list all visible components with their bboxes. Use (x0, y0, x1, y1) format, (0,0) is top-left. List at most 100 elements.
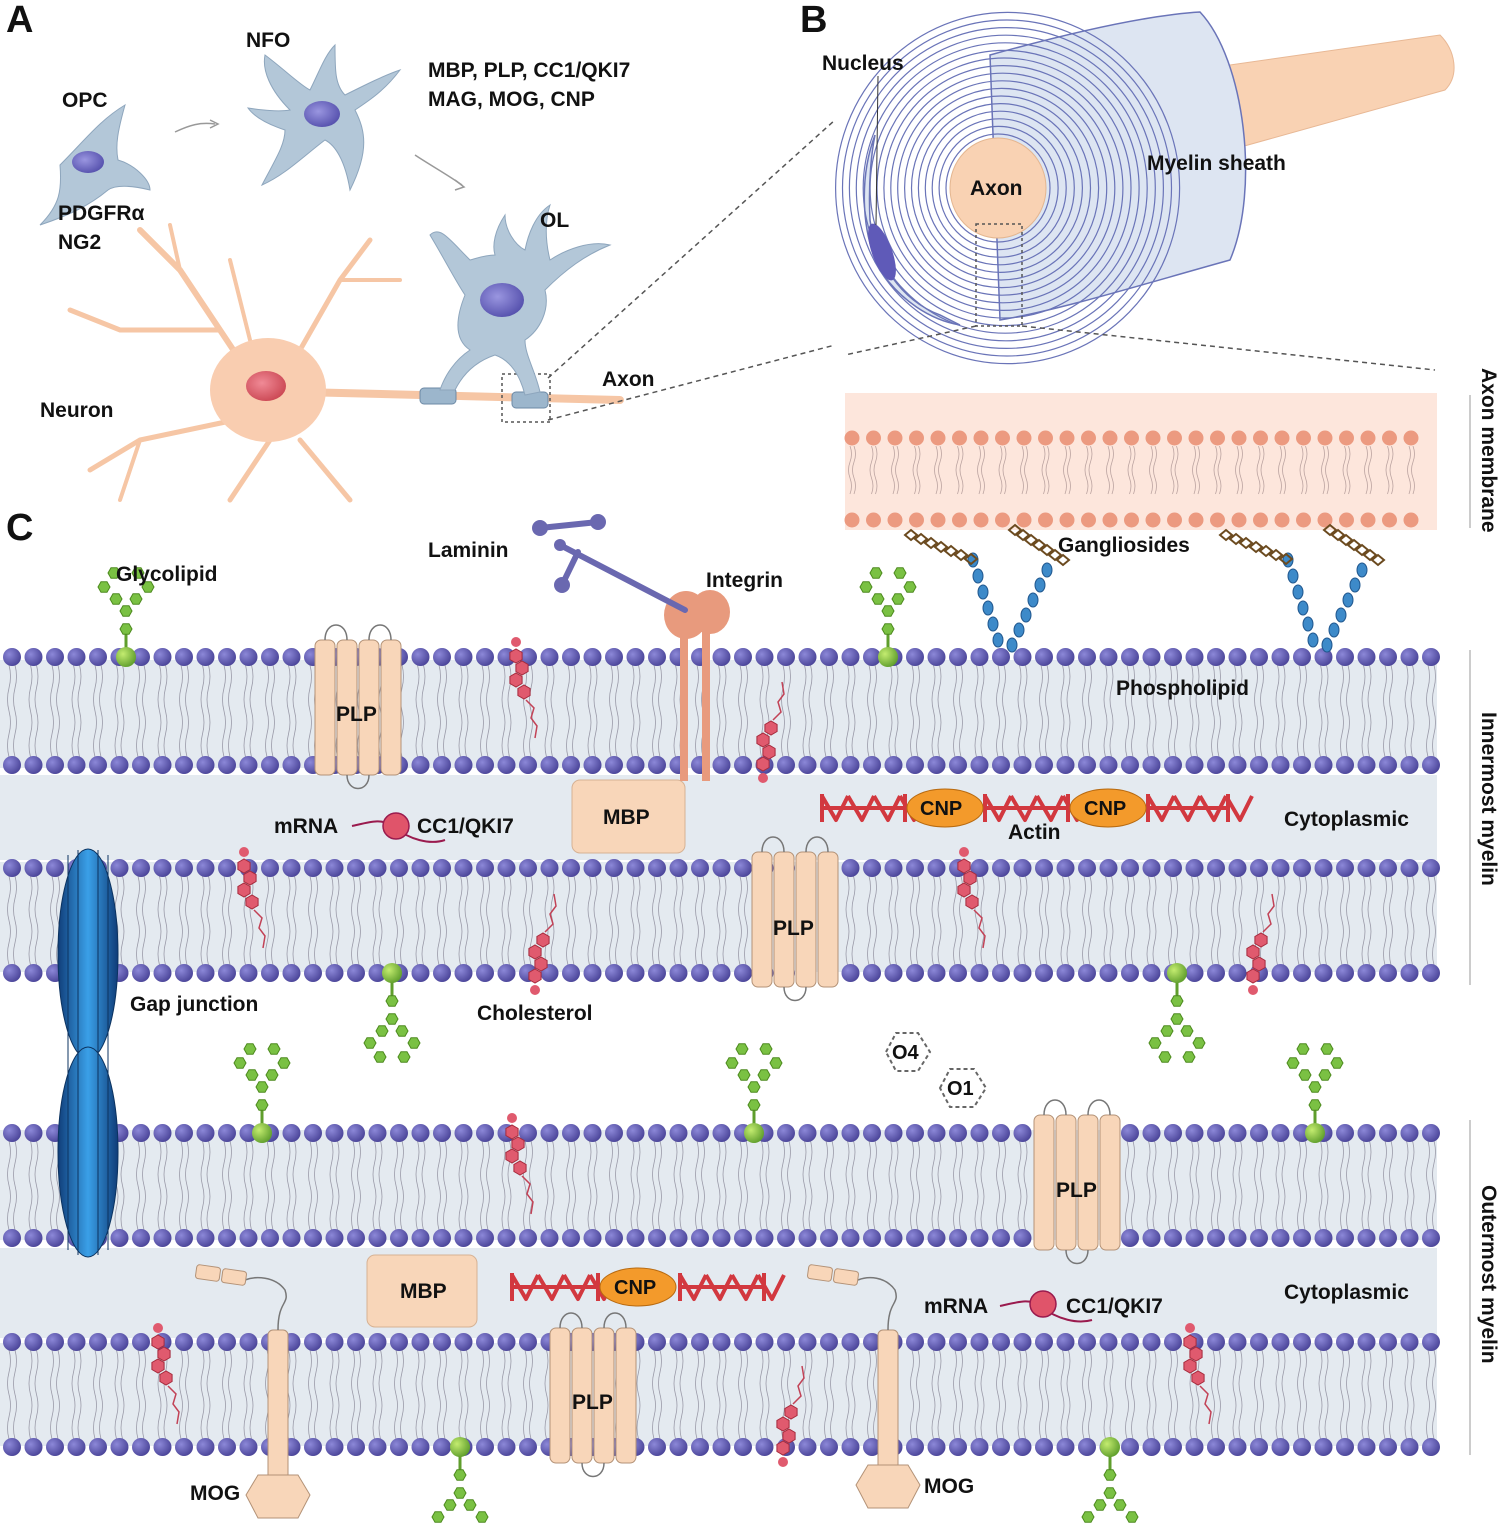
lipid-tail (1238, 1140, 1243, 1186)
lipid-head (626, 859, 645, 877)
lipid-head (368, 964, 387, 982)
lipid-head (992, 1229, 1010, 1247)
lipid-tail (1082, 1394, 1086, 1440)
lipid-head (927, 1333, 946, 1351)
lipid-tail (1318, 664, 1323, 712)
lipid-head (368, 1229, 387, 1247)
sugar-hexagon (1093, 1499, 1107, 1511)
lipid-tail (50, 1349, 54, 1395)
lipid-head (239, 1438, 258, 1456)
lipid-tail (292, 710, 297, 758)
lipid-head (992, 1333, 1010, 1351)
plp-label-4: PLP (572, 1391, 613, 1414)
lipid-tail (931, 875, 936, 921)
lipid-tail (959, 1185, 963, 1231)
sugar-hexagon (97, 581, 111, 593)
lipid-tail (1367, 710, 1372, 758)
cholesterol-ring (151, 1358, 165, 1374)
lipid-tail (1023, 710, 1028, 758)
lipid-head (1185, 1438, 1204, 1456)
ganglioside-head (1248, 540, 1264, 554)
lipid-tail (587, 920, 592, 966)
lipid-head (1142, 1229, 1161, 1247)
lipid-head (1400, 1229, 1419, 1247)
lipid-head (1228, 1438, 1247, 1456)
lipid-tail (1131, 710, 1135, 758)
lipid-tail (630, 1140, 635, 1186)
lipid-tail (572, 710, 576, 758)
lipid-tail (1407, 445, 1411, 495)
lipid-tail (787, 1185, 791, 1231)
lipid-tail (1017, 1349, 1022, 1395)
lipid-head (691, 859, 709, 877)
lipid-tail (910, 710, 914, 758)
lipid-head (454, 756, 473, 774)
lipid-head (1038, 430, 1053, 446)
lipid-tail (93, 1349, 97, 1395)
lipid-tail (222, 1349, 226, 1395)
cholesterol-ring (776, 1440, 790, 1456)
lipid-tail (894, 1185, 899, 1231)
lipid-head (325, 859, 344, 877)
ganglioside-sugar (992, 632, 1004, 648)
lipid-head (820, 1124, 838, 1142)
lipid-tail (845, 1394, 850, 1440)
lipid-tail (415, 1394, 420, 1440)
lipid-tail (1404, 710, 1409, 758)
lipid-tail (1131, 1349, 1135, 1395)
lipid-tail (1211, 664, 1215, 712)
lipid-tail (1281, 920, 1286, 966)
lipid-tail (157, 920, 162, 966)
lipid-tail (415, 664, 420, 712)
lipid-tail (56, 1185, 60, 1231)
lipid-tail (1023, 920, 1028, 966)
lipid-tail (1152, 1140, 1157, 1186)
lipid-tail (206, 1394, 211, 1440)
lipid-head (132, 964, 150, 982)
lipid-tail (544, 664, 549, 712)
lamella (890, 72, 1116, 304)
sugar-hexagon (1298, 1069, 1312, 1081)
actin-segment (1146, 794, 1176, 822)
lipid-head (583, 1124, 602, 1142)
lipid-head (497, 1333, 516, 1351)
lipid-tail (765, 1140, 770, 1186)
lipid-tail (1346, 664, 1350, 712)
lipid-tail (120, 920, 125, 966)
lipid-head (24, 756, 43, 774)
lipid-head (1142, 1333, 1161, 1351)
cholesterol-ring (534, 956, 548, 972)
lipid-tail (609, 920, 613, 966)
lipid-tail (1152, 1394, 1157, 1440)
lipid-head (24, 1333, 43, 1351)
lipid-tail (529, 1394, 533, 1440)
lipid-tail (200, 920, 205, 966)
glycolipid-head (382, 963, 402, 983)
lipid-tail (464, 1185, 469, 1231)
lipid-tail (1066, 710, 1071, 758)
lipid-tail (1346, 1349, 1350, 1395)
lipid-tail (934, 445, 938, 495)
lipid-tail (1281, 875, 1286, 921)
ganglioside-head (913, 532, 929, 546)
lipid-head (1250, 1124, 1268, 1142)
lipid-head (866, 430, 881, 446)
lipid-tail (867, 1140, 871, 1186)
lipid-tail (845, 1185, 850, 1231)
lipid-tail (1109, 1349, 1114, 1395)
lipid-tail (1039, 1349, 1043, 1395)
ganglioside-head (1039, 543, 1055, 557)
cholesterol-ring (151, 1334, 165, 1350)
sugar-hexagon (737, 1069, 751, 1081)
lipid-tail (894, 920, 899, 966)
lipid-tail (458, 1394, 463, 1440)
lipid-tail (415, 920, 420, 966)
lipid-tail (1192, 445, 1196, 495)
lipid-head (411, 756, 430, 774)
lipid-tail (228, 1185, 232, 1231)
plp-helix (380, 639, 402, 776)
lipid-head (669, 859, 688, 877)
lipid-head (476, 648, 494, 666)
lipid-head (583, 1229, 602, 1247)
lipid-tail (271, 875, 275, 921)
